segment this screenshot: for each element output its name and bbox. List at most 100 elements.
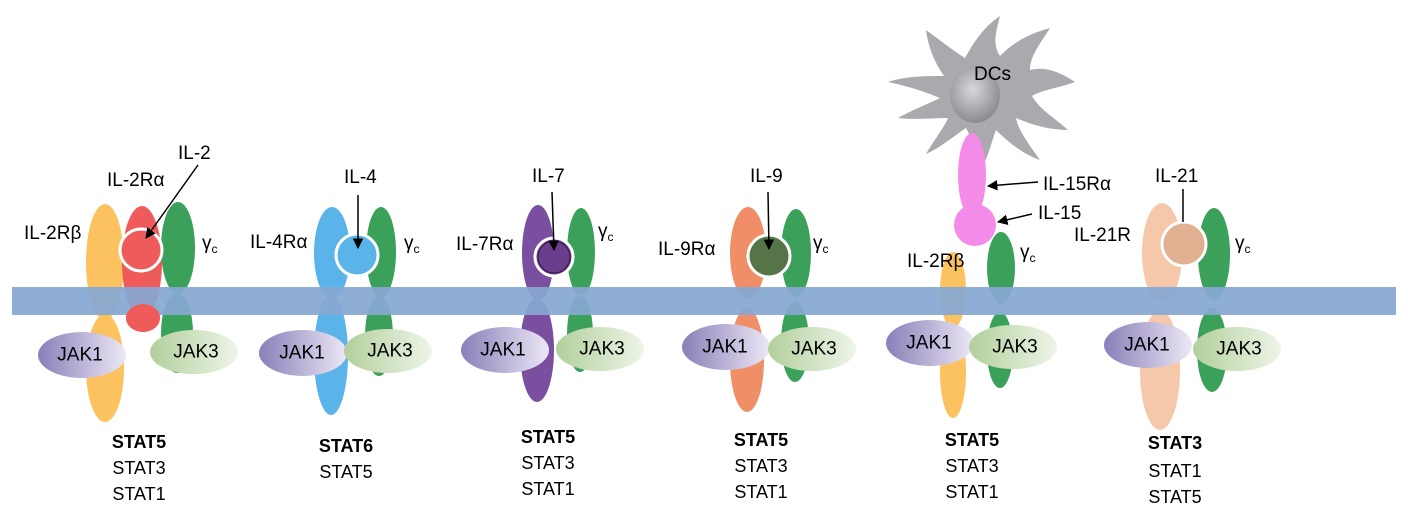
gamma-symbol: γ	[598, 221, 608, 242]
jak3-oval	[150, 330, 238, 374]
il4ra-chain-upper	[314, 207, 350, 299]
il21-label: IL-21	[1155, 166, 1198, 187]
gamma-symbol: γ	[202, 233, 212, 254]
il9-label: IL-9	[750, 166, 783, 187]
il4-cytokine	[334, 232, 380, 278]
gamma-c-chain-upper	[161, 202, 195, 294]
primary-stat: STAT5	[945, 430, 999, 450]
gamma-symbol: γ	[1235, 233, 1245, 254]
gamma-c-label: γc	[202, 233, 218, 256]
jak-labels: JAK1 JAK3 JAK1 JAK3 JAK1 JAK3 JAK1 JAK3 …	[57, 333, 1261, 366]
il9ra-label: IL-9Rα	[658, 239, 715, 260]
gamma-c-chain-upper	[781, 209, 811, 297]
arrows	[145, 164, 1184, 252]
il21r-label: IL-21R	[1074, 225, 1131, 246]
il2ra-label: IL-2Rα	[107, 170, 164, 191]
il15ra-arrow	[986, 180, 1039, 191]
gamma-subscript: c	[1245, 242, 1251, 256]
secondary-stat: STAT3	[945, 456, 998, 476]
gamma-symbol: γ	[404, 233, 414, 254]
gamma-subscript: c	[823, 242, 829, 256]
il7-label: IL-7	[532, 166, 565, 187]
il4ra-label: IL-4Rα	[250, 232, 307, 253]
jak-left-label: JAK1	[702, 337, 747, 358]
gamma-c-chain-upper	[366, 207, 396, 297]
gamma-c-chain-upper	[1198, 208, 1230, 300]
jak3-oval	[768, 327, 856, 371]
jak1-oval	[886, 320, 974, 366]
il7ra-label: IL-7Rα	[456, 234, 513, 255]
jak-left-label: JAK1	[279, 343, 324, 364]
primary-stat: STAT5	[521, 427, 575, 447]
secondary-stat: STAT1	[945, 482, 998, 502]
secondary-stat: STAT3	[734, 456, 787, 476]
il15-label: IL-15	[1038, 203, 1081, 224]
secondary-stat: STAT1	[734, 482, 787, 502]
jak1-oval	[1104, 322, 1192, 368]
jak-right-label: JAK3	[579, 339, 624, 360]
il9-arrow	[763, 191, 775, 251]
gamma-c-label: γc	[813, 233, 829, 256]
jak-right-label: JAK3	[1216, 339, 1261, 360]
jak-left-label: JAK1	[480, 340, 525, 361]
jak-proteins	[38, 320, 1281, 378]
gamma-c-label: γc	[1235, 233, 1251, 256]
primary-stat: STAT5	[112, 432, 166, 452]
il2rb-label: IL-2Rβ	[24, 223, 81, 244]
gamma-subscript: c	[608, 230, 614, 244]
dc-label: DCs	[974, 64, 1011, 85]
gamma-c-label: γc	[404, 233, 420, 256]
jak-left-label: JAK1	[906, 333, 951, 354]
secondary-stat: STAT1	[1148, 461, 1201, 481]
il2-arrow	[145, 164, 199, 239]
jak1-oval	[461, 327, 549, 373]
receptor-labels: IL-2 IL-2Rα IL-2Rβ γc IL-4 IL-4Rα γc IL-…	[24, 64, 1251, 272]
il15-arrow	[996, 213, 1033, 225]
jak3-oval	[556, 327, 644, 371]
gamma-c-chain-upper	[567, 208, 595, 296]
jak-right-label: JAK3	[791, 339, 836, 360]
gamma-c-chain-upper	[987, 232, 1015, 304]
gamma-symbol: γ	[1020, 242, 1030, 263]
il2-cytokine	[118, 227, 164, 273]
il15-cytokine	[954, 204, 996, 246]
stat-labels: STAT5 STAT3 STAT1 STAT6 STAT5 STAT5 STAT…	[112, 427, 1202, 507]
secondary-stat: STAT3	[112, 458, 165, 478]
jak1-oval	[38, 332, 126, 378]
secondary-stat: STAT1	[112, 484, 165, 504]
jak1-oval	[682, 324, 770, 370]
secondary-stat: STAT5	[319, 462, 372, 482]
jak3-oval	[344, 329, 432, 373]
jak-right-label: JAK3	[992, 337, 1037, 358]
gamma-subscript: c	[212, 242, 218, 256]
jak-left-label: JAK1	[1124, 335, 1169, 356]
jak-left-label: JAK1	[57, 345, 102, 366]
secondary-stat: STAT1	[521, 479, 574, 499]
primary-stat: STAT5	[734, 430, 788, 450]
gamma-c-label: γc	[1020, 242, 1036, 265]
il2ra-chain-lower-intracell	[126, 304, 160, 332]
il21-cytokine	[1160, 220, 1208, 268]
il4-label: IL-4	[344, 167, 377, 188]
gamma-symbol: γ	[813, 233, 823, 254]
jak1-oval	[259, 330, 347, 376]
gamma-subscript: c	[414, 242, 420, 256]
jak-right-label: JAK3	[173, 342, 218, 363]
secondary-stat: STAT3	[521, 453, 574, 473]
il7-arrow	[548, 191, 559, 252]
gamma-c-label: γc	[598, 221, 614, 244]
jak3-oval	[969, 325, 1057, 369]
secondary-stat: STAT5	[1148, 487, 1201, 507]
il15ra-label: IL-15Rα	[1043, 174, 1111, 195]
complex-il21	[1140, 203, 1230, 430]
jak3-oval	[1193, 327, 1281, 371]
intracellular-chains	[126, 304, 160, 332]
dc-nucleus	[950, 67, 1000, 123]
cell-membrane	[12, 287, 1396, 315]
il2rb-label: IL-2Rβ	[907, 251, 964, 272]
gamma-subscript: c	[1030, 251, 1036, 265]
il2-label: IL-2	[178, 143, 211, 164]
primary-stat: STAT6	[319, 436, 373, 456]
